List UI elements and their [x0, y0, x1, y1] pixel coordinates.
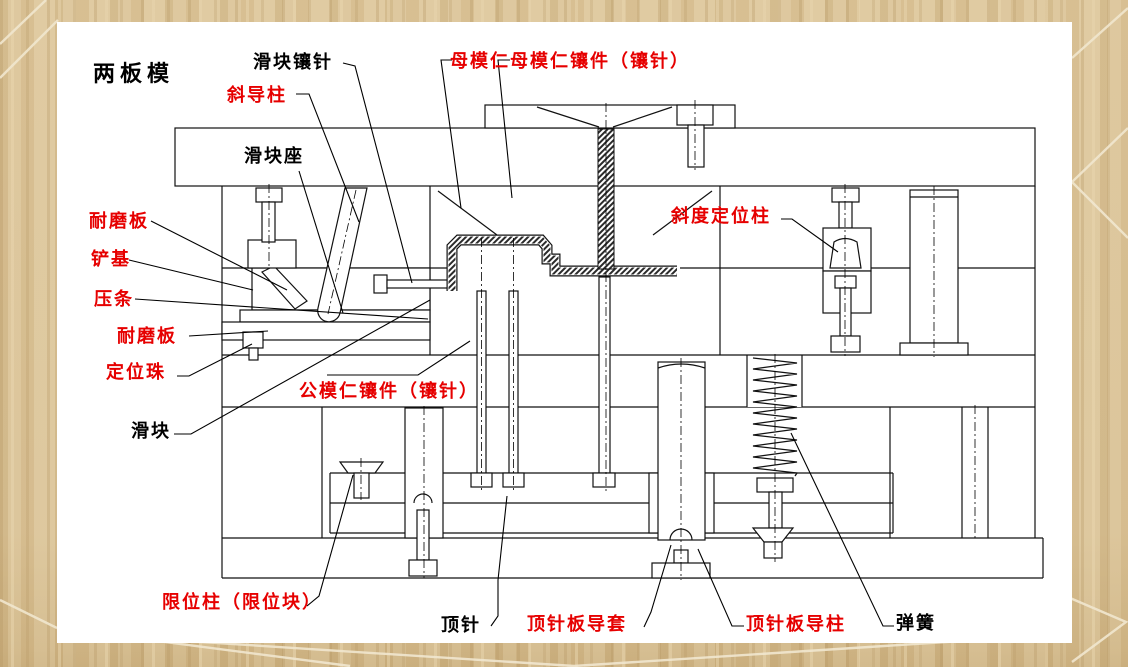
label-wear-plate-upper: 耐磨板: [89, 211, 149, 231]
drawing-panel: [57, 22, 1072, 643]
label-spring: 弹簧: [896, 613, 936, 633]
label-ejector-plate-guide-bushing: 顶针板导套: [527, 614, 627, 634]
label-cavity-insert-piece: 母模仁镶件（镶针）: [510, 51, 690, 71]
label-taper-positioning-pillar: 斜度定位柱: [671, 206, 771, 226]
diagram-title: 两板模: [93, 61, 175, 86]
label-cavity-insert: 母模仁: [450, 51, 510, 71]
label-positioning-ball: 定位珠: [106, 362, 166, 382]
label-slider-insert-pin: 滑块镶针: [253, 52, 333, 72]
label-slider-seat: 滑块座: [244, 146, 304, 166]
label-limit-post: 限位柱（限位块）: [162, 592, 322, 612]
label-wedge-base: 铲基: [91, 249, 131, 269]
label-core-insert-piece: 公模仁镶件（镶针）: [299, 381, 479, 401]
label-ejector-plate-guide-pillar: 顶针板导柱: [746, 614, 846, 634]
label-wear-plate-lower: 耐磨板: [117, 326, 177, 346]
label-pressure-strip: 压条: [94, 289, 134, 309]
label-angled-guide-pin: 斜导柱: [227, 85, 287, 105]
label-slider: 滑块: [131, 421, 171, 441]
label-ejector-pin: 顶针: [441, 615, 481, 635]
